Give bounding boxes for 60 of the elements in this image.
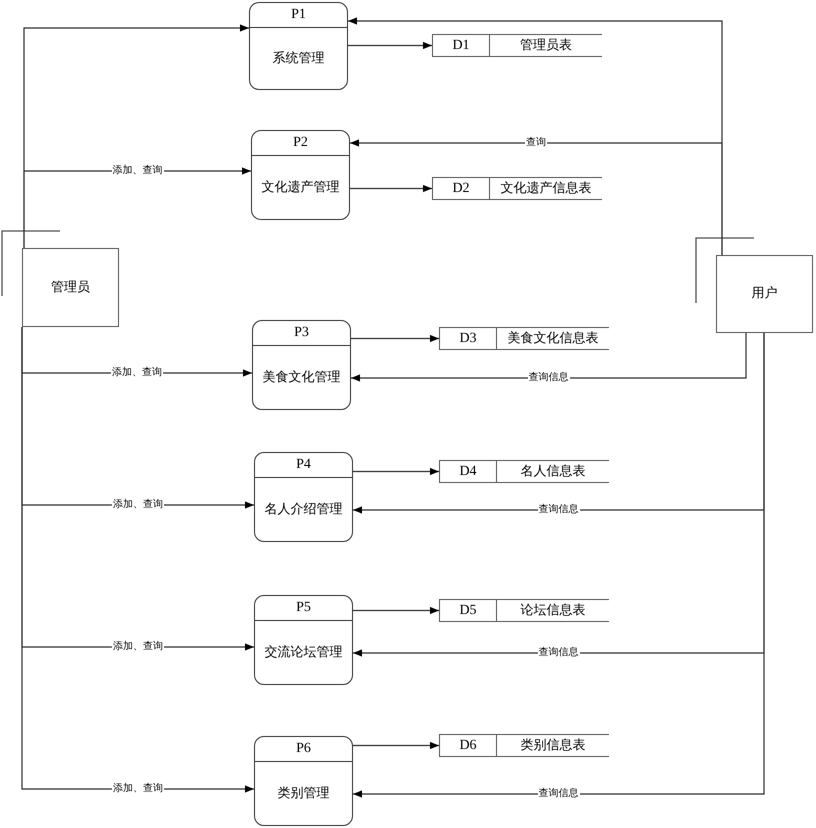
store-id: D2 (433, 178, 490, 199)
process-number: P3 (253, 321, 350, 346)
external-entity-box (716, 255, 813, 333)
data-store (439, 460, 609, 483)
store-name: 管理员表 (519, 37, 573, 55)
data-store (439, 734, 609, 757)
process-name: 美食文化管理 (262, 368, 340, 386)
store-name: 文化遗产信息表 (500, 180, 592, 198)
flow-arrow (350, 184, 432, 192)
external-entity-box (22, 248, 119, 327)
data-store (439, 599, 609, 622)
flow-arrow (353, 742, 439, 750)
data-store (432, 177, 602, 200)
process-number: P2 (252, 131, 349, 156)
flow-arrow (353, 468, 439, 476)
edge-label: 添加、查询 (112, 783, 164, 795)
edge-label: 添加、查询 (111, 367, 163, 379)
flow-arrow (350, 139, 723, 255)
store-id: D1 (433, 35, 490, 56)
entity-label: 用户 (752, 285, 778, 304)
store-id: D6 (440, 735, 497, 756)
process-number: P5 (255, 596, 352, 621)
flow-arrow (353, 606, 439, 614)
process-number: P1 (250, 3, 347, 28)
process-box (254, 595, 353, 685)
process-box (254, 452, 353, 542)
flow-arrow (351, 333, 747, 382)
process-name: 文化遗产管理 (262, 178, 340, 196)
process-box (249, 2, 348, 90)
process-number: P4 (255, 453, 352, 478)
data-store (432, 34, 602, 57)
process-name: 类别管理 (278, 784, 330, 802)
flow-arrow (21, 327, 254, 793)
edge-label: 添加、查询 (112, 641, 164, 653)
edge-label: 查询信息 (538, 647, 580, 659)
process-box (252, 320, 351, 410)
flow-arrow (351, 334, 439, 342)
process-name: 交流论坛管理 (264, 644, 342, 662)
edge-label: 查询信息 (538, 788, 580, 800)
store-name: 名人信息表 (520, 463, 586, 481)
process-name: 名人介绍管理 (264, 500, 342, 518)
store-id: D4 (440, 461, 497, 482)
process-box (251, 130, 350, 220)
process-name: 系统管理 (272, 50, 324, 68)
store-id: D5 (440, 600, 497, 621)
process-number: P6 (255, 737, 352, 762)
edge-label: 添加、查询 (112, 165, 164, 177)
process-box (254, 736, 353, 826)
data-store (439, 327, 609, 350)
edge-label: 查询信息 (528, 372, 570, 384)
store-id: D3 (440, 328, 497, 349)
flow-arrow (353, 333, 765, 798)
edge-label: 添加、查询 (112, 499, 164, 511)
edge-label: 查询 (525, 137, 547, 149)
entity-label: 管理员 (51, 278, 90, 297)
store-name: 美食文化信息表 (506, 330, 600, 348)
flow-arrow (348, 42, 432, 50)
edge-label: 查询信息 (538, 504, 580, 516)
store-name: 论坛信息表 (520, 602, 586, 620)
store-name: 类别信息表 (520, 737, 586, 755)
